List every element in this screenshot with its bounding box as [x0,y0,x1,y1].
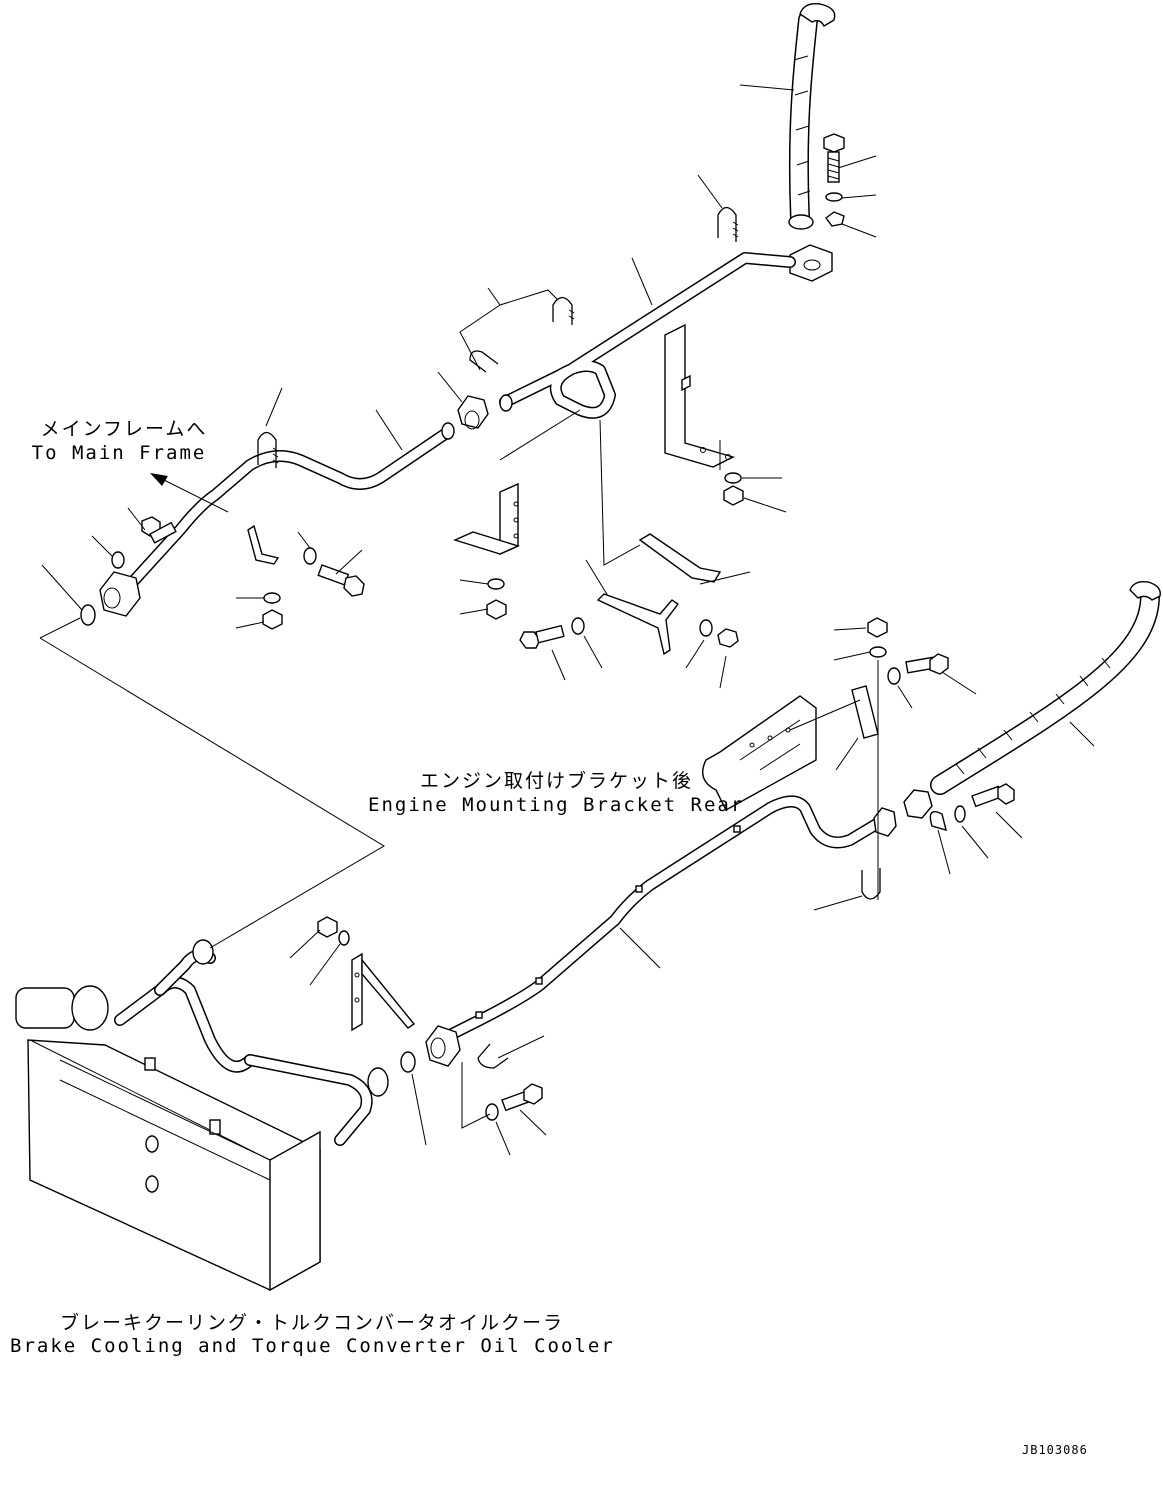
pipe-coupling [457,395,489,430]
clip-left [247,524,280,565]
ubolt-lower-right [861,868,881,900]
washer-mid-3 [699,619,713,637]
nut-lower [317,916,338,938]
washer-left-2 [303,547,317,565]
washer-right [954,805,966,823]
upper-hose [788,3,836,230]
washer-upper-right [825,192,843,202]
main-frame-label-jp: メインフレームへ [40,418,208,440]
nut-engine [867,617,888,638]
nut-br [723,485,744,506]
left-pipe [99,422,455,617]
engine-bracket-label-en: Engine Mounting Bracket Rear [368,794,745,816]
bolt-left-2 [317,564,365,597]
right-hose [930,580,1161,795]
nut-mid [486,599,507,620]
cooler-label-en: Brake Cooling and Torque Converter Oil C… [10,1335,615,1357]
upper-pipe-assembly [499,244,833,419]
ubolt-upper [717,206,739,242]
bracket-upper-right [664,323,735,468]
ubolt-middle [552,296,575,325]
clip-middle [596,533,722,656]
bolt-lower [501,1083,543,1112]
nut-mid-2 [717,628,739,648]
bracket-lower [351,952,416,1032]
washer-left-3 [263,592,281,604]
engine-bracket [702,695,817,811]
bolt-right [971,783,1015,808]
bolt-upper-right [823,133,845,183]
hose-fitting [903,789,933,819]
lower-pipe [425,795,897,1067]
washer-left [111,551,125,569]
bolt-left [141,516,177,544]
washer-mid-2 [571,617,585,635]
clamp-right [929,811,947,832]
o-ring-lower [400,1051,416,1073]
ubolt-lower [477,1043,509,1069]
engine-bracket-label-jp: エンジン取付けブラケット後 [420,770,694,792]
drawing-number: JB103086 [1022,1443,1088,1457]
bolt-mid [519,624,565,649]
washer-mid [487,578,505,590]
nut-left [262,609,283,630]
main-frame-label-en: To Main Frame [31,442,207,464]
washer-br [724,472,742,484]
o-ring-left [80,604,96,626]
washer-lower [485,1103,499,1121]
bolt-engine [905,653,949,675]
cooler-label-jp: ブレーキクーリング・トルクコンバータオイルクーラ [60,1312,565,1334]
lockwasher-upper-right [825,211,845,227]
leader-lines [39,84,1095,1156]
ubolt-small [469,350,499,373]
ubolt-left [257,431,279,468]
oil-cooler [15,939,389,1292]
bracket-middle [453,482,520,556]
washer-engine [869,646,887,658]
clip-engine [851,685,879,739]
washer-lower-2 [338,930,350,946]
washer-engine-2 [887,667,901,685]
